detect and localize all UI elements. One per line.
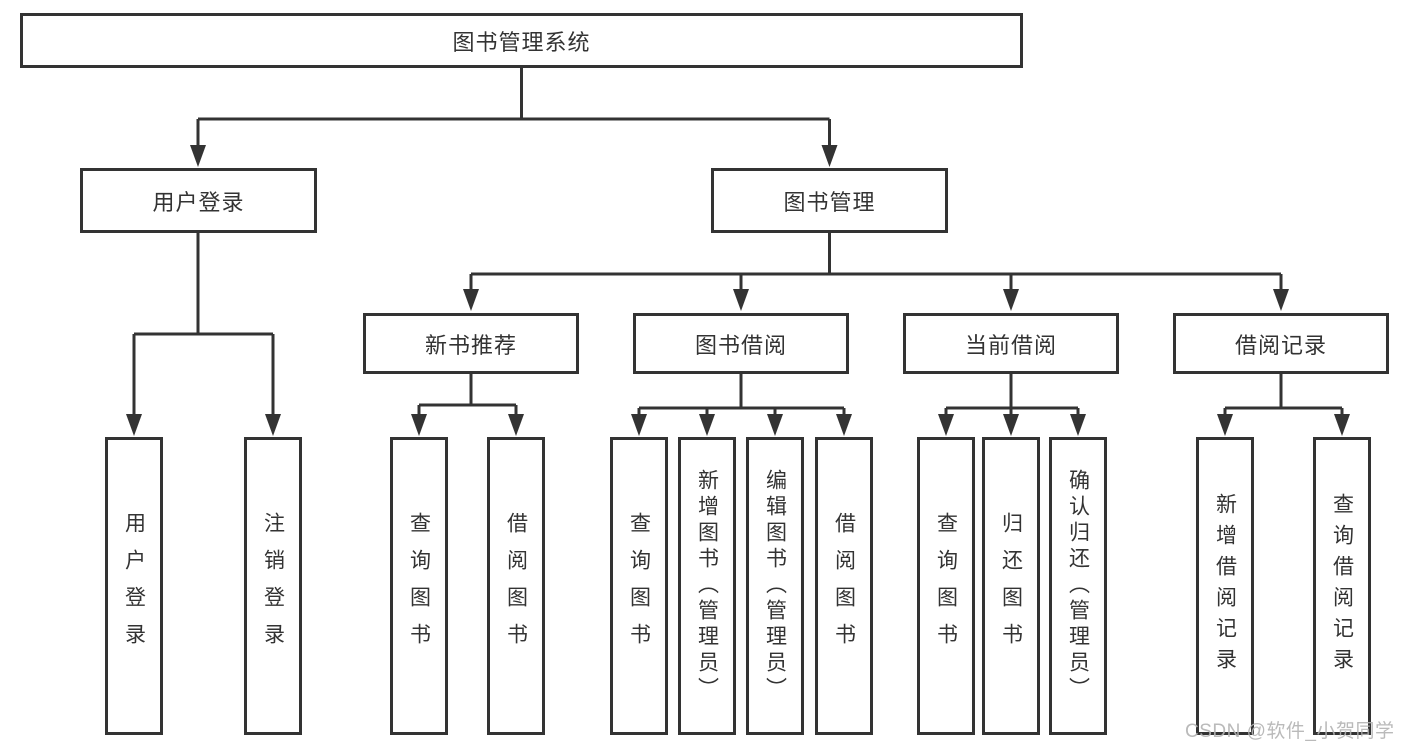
leaf-borrow-book: 借阅图书 (815, 437, 873, 735)
leaf-logout-label: 注销登录 (261, 512, 285, 660)
leaf-user-login-label: 用户登录 (122, 512, 146, 660)
node-current-borrow: 当前借阅 (903, 313, 1119, 374)
leaf-recommend-query-book-label: 查询图书 (407, 512, 431, 660)
node-new-book-recommend-label: 新书推荐 (424, 332, 517, 358)
node-book-management: 图书管理 (711, 168, 948, 233)
node-book-management-label: 图书管理 (783, 189, 876, 215)
leaf-user-login: 用户登录 (105, 437, 163, 735)
leaf-borrow-query-book-label: 查询图书 (627, 512, 651, 660)
node-root-label: 图书管理系统 (452, 29, 591, 55)
leaf-add-borrow-record-label: 新增借阅记录 (1213, 493, 1237, 679)
leaf-recommend-borrow-book-label: 借阅图书 (504, 512, 528, 660)
node-borrow-records-label: 借阅记录 (1234, 332, 1327, 358)
leaf-borrow-book-label: 借阅图书 (832, 512, 856, 660)
arrowheads (126, 145, 1350, 436)
leaf-confirm-return-admin-label: 确认归还（管理员） (1066, 469, 1090, 703)
leaf-add-borrow-record: 新增借阅记录 (1196, 437, 1254, 735)
leaf-edit-book-admin: 编辑图书（管理员） (746, 437, 804, 735)
node-user-login: 用户登录 (80, 168, 317, 233)
leaf-add-book-admin: 新增图书（管理员） (678, 437, 736, 735)
leaf-return-book: 归还图书 (982, 437, 1040, 735)
leaf-edit-book-admin-label: 编辑图书（管理员） (763, 469, 787, 703)
leaf-current-query-book-label: 查询图书 (934, 512, 958, 660)
leaf-recommend-query-book: 查询图书 (390, 437, 448, 735)
leaf-query-borrow-record-label: 查询借阅记录 (1330, 493, 1354, 679)
node-current-borrow-label: 当前借阅 (964, 332, 1057, 358)
node-new-book-recommend: 新书推荐 (363, 313, 579, 374)
node-borrow-records: 借阅记录 (1173, 313, 1389, 374)
node-user-login-label: 用户登录 (152, 189, 245, 215)
leaf-current-query-book: 查询图书 (917, 437, 975, 735)
node-book-borrow-label: 图书借阅 (694, 332, 787, 358)
node-book-borrow: 图书借阅 (633, 313, 849, 374)
node-root: 图书管理系统 (20, 13, 1023, 68)
leaf-recommend-borrow-book: 借阅图书 (487, 437, 545, 735)
leaf-add-book-admin-label: 新增图书（管理员） (695, 469, 719, 703)
leaf-borrow-query-book: 查询图书 (610, 437, 668, 735)
leaf-confirm-return-admin: 确认归还（管理员） (1049, 437, 1107, 735)
leaf-logout: 注销登录 (244, 437, 302, 735)
csdn-watermark: CSDN @软件_小贺同学 (1185, 721, 1395, 742)
leaf-return-book-label: 归还图书 (999, 512, 1023, 660)
leaf-query-borrow-record: 查询借阅记录 (1313, 437, 1371, 735)
